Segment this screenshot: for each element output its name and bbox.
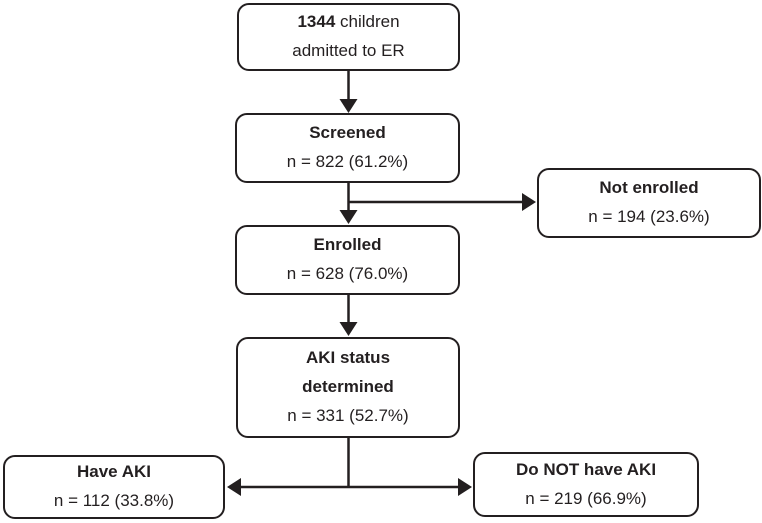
node-not-enrolled: Not enrolled n = 194 (23.6%) — [537, 168, 761, 238]
node-have-aki-stat: n = 112 (33.8%) — [53, 491, 175, 510]
node-not-enrolled-title: Not enrolled — [599, 178, 699, 198]
node-aki-status: AKI status determined n = 331 (52.7%) — [236, 337, 460, 438]
arrow-screened-to-enrolled — [339, 183, 358, 224]
node-aki-status-title-line1: AKI status — [305, 348, 391, 368]
node-no-aki-title: Do NOT have AKI — [515, 459, 657, 479]
node-enrolled-stat: n = 628 (76.0%) — [286, 264, 409, 283]
node-enrolled: Enrolled n = 628 (76.0%) — [235, 225, 460, 295]
node-admitted-line1: 1344 children — [297, 8, 399, 37]
node-admitted: 1344 children admitted to ER — [237, 3, 460, 71]
node-screened-title: Screened — [309, 123, 386, 143]
node-aki-status-title-line2: determined — [302, 377, 394, 397]
node-have-aki-title: Have AKI — [76, 462, 151, 482]
node-admitted-rest: children — [335, 12, 400, 32]
arrow-branch-to-not-enrolled — [348, 193, 536, 211]
node-no-aki: Do NOT have AKI n = 219 (66.9%) — [473, 452, 699, 517]
node-have-aki: Have AKI n = 112 (33.8%) — [3, 455, 225, 519]
node-admitted-count: 1344 — [297, 12, 336, 32]
node-admitted-line2: admitted to ER — [292, 41, 405, 60]
node-screened-stat: n = 822 (61.2%) — [286, 152, 409, 171]
node-enrolled-title: Enrolled — [313, 235, 382, 255]
arrow-admitted-to-screened — [339, 70, 358, 113]
arrow-enrolled-to-aki-status — [339, 295, 358, 336]
node-no-aki-stat: n = 219 (66.9%) — [525, 488, 647, 508]
node-not-enrolled-stat: n = 194 (23.6%) — [588, 207, 710, 226]
node-screened: Screened n = 822 (61.2%) — [235, 113, 460, 183]
arrow-aki-split — [227, 438, 472, 496]
node-aki-status-stat: n = 331 (52.7%) — [287, 405, 409, 425]
